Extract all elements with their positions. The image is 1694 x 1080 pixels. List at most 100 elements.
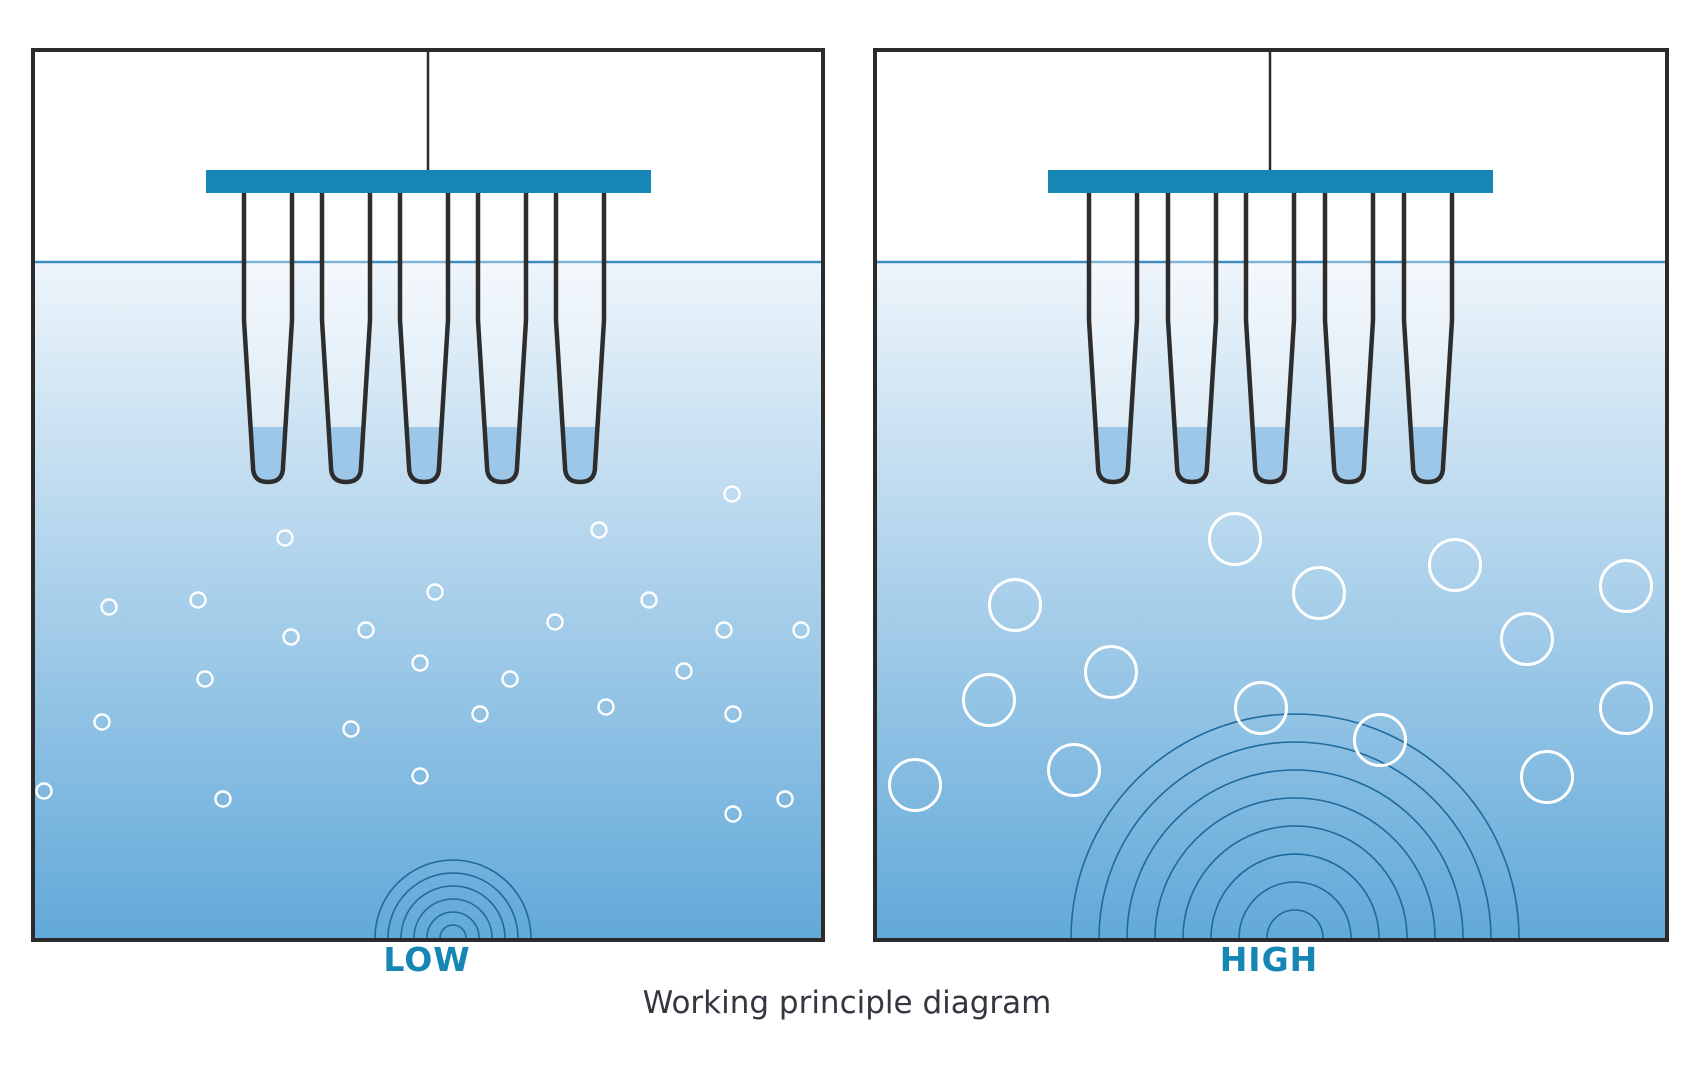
bubble (724, 805, 742, 823)
bubble (411, 767, 429, 785)
water-body (877, 262, 1665, 938)
tube-liquid (328, 427, 364, 482)
wave-ring (1238, 881, 1352, 938)
bubble (357, 621, 375, 639)
pcr-tube (1243, 193, 1297, 485)
bubble (675, 662, 693, 680)
bubble (1599, 559, 1653, 613)
bubble (1292, 566, 1346, 620)
bubble (276, 529, 294, 547)
pcr-tube (241, 193, 295, 485)
tube-liquid (406, 427, 442, 482)
tube-rack (206, 170, 651, 193)
cavitation-bubbles (888, 512, 1653, 812)
bubble (1520, 750, 1574, 804)
bubble (988, 578, 1042, 632)
water-body (35, 262, 821, 938)
tube-body (322, 193, 370, 482)
tube-liquid (1331, 427, 1367, 482)
bubble (196, 670, 214, 688)
wave-ring (1098, 741, 1492, 938)
tank-frame (873, 48, 1669, 942)
bubble (1500, 612, 1554, 666)
tube-body (244, 193, 292, 482)
wave-ring (400, 885, 506, 938)
wave-ring (1210, 853, 1380, 938)
high-intensity-panel (873, 48, 1669, 942)
tube-liquid (1410, 427, 1446, 482)
bubble (546, 613, 564, 631)
bubble (723, 485, 741, 503)
bubble (962, 673, 1016, 727)
bubble (1234, 681, 1288, 735)
tube-body (1246, 193, 1294, 482)
wave-ring (1182, 825, 1408, 938)
ultrasonic-wave (1070, 713, 1520, 938)
bubble (426, 583, 444, 601)
bubble (282, 628, 300, 646)
bubble (1084, 645, 1138, 699)
bubble (724, 705, 742, 723)
wave-ring (1126, 769, 1464, 938)
tube-liquid (1252, 427, 1288, 482)
wave-ring (1266, 909, 1324, 938)
bubble (1208, 512, 1262, 566)
pcr-tube (1401, 193, 1455, 485)
bubble (471, 705, 489, 723)
bubble (1428, 538, 1482, 592)
pcr-tube (475, 193, 529, 485)
wave-ring (439, 924, 467, 938)
bubble (189, 591, 207, 609)
bubble (597, 698, 615, 716)
tube-body (400, 193, 448, 482)
wave-ring (1070, 713, 1520, 938)
pcr-tube-strip (241, 193, 607, 485)
bubble (411, 654, 429, 672)
bubble (1353, 713, 1407, 767)
wave-ring (413, 898, 493, 938)
tube-liquid (1174, 427, 1210, 482)
tube-liquid (1095, 427, 1131, 482)
tube-liquid (484, 427, 520, 482)
wave-ring (387, 872, 519, 938)
bubble (792, 621, 810, 639)
wave-ring (426, 911, 480, 938)
tube-liquid (250, 427, 286, 482)
bubble (214, 790, 232, 808)
tube-body (1168, 193, 1216, 482)
tube-body (1404, 193, 1452, 482)
bubble (1599, 681, 1653, 735)
wave-ring (1154, 797, 1436, 938)
pcr-tube-strip (1086, 193, 1455, 485)
panel-label-high: HIGH (1219, 940, 1319, 979)
bubble (501, 670, 519, 688)
bubble (715, 621, 733, 639)
bubble (1047, 743, 1101, 797)
bubble (100, 598, 118, 616)
bubble (342, 720, 360, 738)
bubble (888, 758, 942, 812)
ultrasonic-wave (374, 859, 532, 938)
pcr-tube (319, 193, 373, 485)
tube-liquid (562, 427, 598, 482)
bubble (35, 782, 53, 800)
bubble (93, 713, 111, 731)
pcr-tube (1165, 193, 1219, 485)
low-intensity-panel (31, 48, 825, 942)
bubble (776, 790, 794, 808)
tube-rack (1048, 170, 1493, 193)
cavitation-bubbles (35, 485, 810, 823)
pcr-tube (1322, 193, 1376, 485)
tube-body (478, 193, 526, 482)
pcr-tube (397, 193, 451, 485)
bubble (590, 521, 608, 539)
tank-frame (31, 48, 825, 942)
pcr-tube (553, 193, 607, 485)
wave-ring (374, 859, 532, 938)
tube-body (556, 193, 604, 482)
tube-body (1325, 193, 1373, 482)
diagram-caption: Working principle diagram (642, 985, 1052, 1021)
tube-body (1089, 193, 1137, 482)
panel-label-low: LOW (383, 940, 471, 979)
